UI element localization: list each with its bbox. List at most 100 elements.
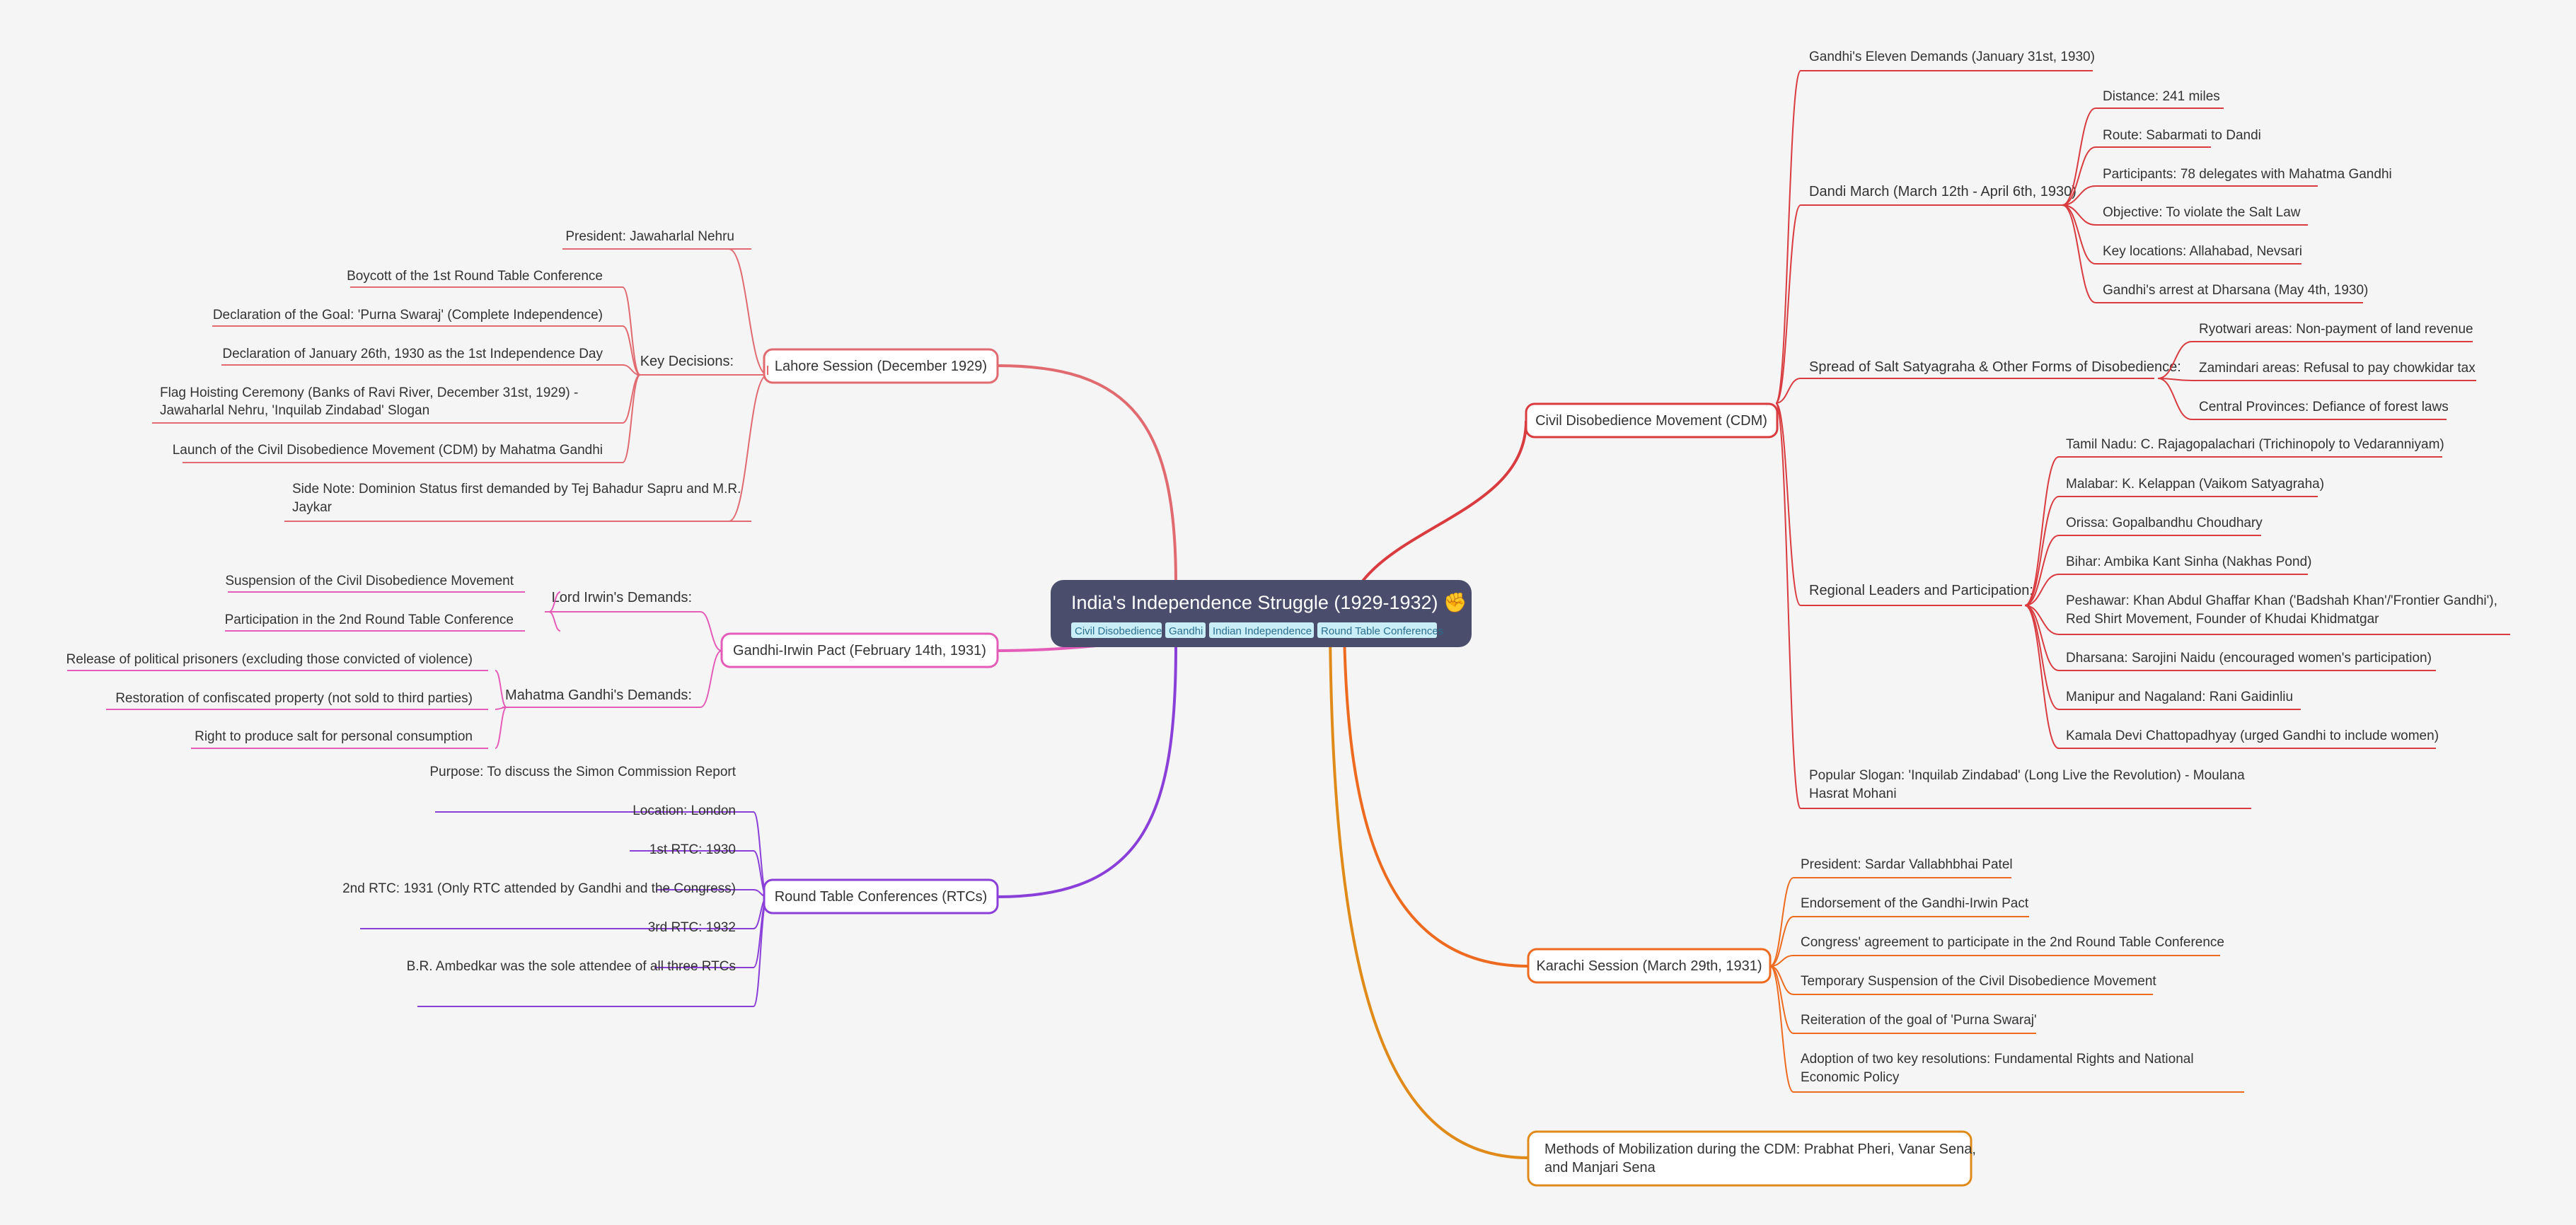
- regional-item-0[interactable]: Tamil Nadu: C. Rajagopalachari (Trichino…: [2059, 437, 2444, 458]
- edge-irwin-0: [548, 591, 561, 612]
- rtc-item-2[interactable]: 1st RTC: 1930: [649, 842, 753, 890]
- edge-lahore-side: [728, 374, 768, 522]
- edge-regional-4: [2024, 605, 2060, 635]
- key-decision-3[interactable]: Flag Hoisting Ceremony (Banks of Ravi Ri…: [152, 385, 623, 424]
- edge-regional-1: [2024, 496, 2060, 606]
- lahore-president[interactable]: President: Jawaharlal Nehru: [562, 229, 751, 250]
- cdm-popular-slogan[interactable]: Popular Slogan: 'Inquilab Zindabad' (Lon…: [1801, 768, 2251, 809]
- edge-dandi-5: [2062, 204, 2096, 303]
- karachi-item-1[interactable]: Endorsement of the Gandhi-Irwin Pact: [1794, 896, 2029, 917]
- irwin-demands[interactable]: Lord Irwin's Demands:: [545, 590, 700, 612]
- root-node[interactable]: India's Independence Struggle (1929-1932…: [1051, 580, 1472, 647]
- spread-item-0[interactable]: Ryotwari areas: Non-payment of land reve…: [2192, 322, 2473, 342]
- branch-methods[interactable]: Methods of Mobilization during the CDM: …: [1527, 1130, 1976, 1187]
- cdm-spread[interactable]: Spread of Salt Satyagraha & Other Forms …: [1801, 359, 2181, 379]
- dandi-item-1[interactable]: Route: Sabarmati to Dandi: [2096, 128, 2261, 148]
- branch-rtc[interactable]: Round Table Conferences (RTCs): [763, 878, 999, 915]
- edge-regional-2: [2024, 535, 2060, 606]
- dandi-item-4-label: Key locations: Allahabad, Nevsari: [2103, 244, 2302, 259]
- dandi-item-5[interactable]: Gandhi's arrest at Dharsana (May 4th, 19…: [2096, 283, 2368, 303]
- branch-lahore[interactable]: Lahore Session (December 1929): [763, 348, 999, 384]
- edge-regional-7: [2024, 605, 2060, 749]
- key-decision-0[interactable]: Boycott of the 1st Round Table Conferenc…: [347, 269, 623, 288]
- irwin-demand-0[interactable]: Suspension of the Civil Disobedience Mov…: [225, 574, 525, 593]
- irwin-demand-1-label: Participation in the 2nd Round Table Con…: [225, 612, 514, 627]
- lahore-side-note-label: Side Note: Dominion Status first demande…: [292, 482, 741, 515]
- karachi-item-4[interactable]: Reiteration of the goal of 'Purna Swaraj…: [1794, 1013, 2037, 1034]
- rtc-item-5[interactable]: B.R. Ambedkar was the sole attendee of a…: [407, 959, 753, 1007]
- branch-gandhi-irwin[interactable]: Gandhi-Irwin Pact (February 14th, 1931): [720, 632, 999, 668]
- edge-gandhi-demand-2: [495, 707, 507, 749]
- branch-cdm-label: Civil Disobedience Movement (CDM): [1535, 413, 1767, 429]
- rtc-item-0[interactable]: Purpose: To discuss the Simon Commission…: [429, 765, 753, 813]
- key-decision-3-label: Flag Hoisting Ceremony (Banks of Ravi Ri…: [160, 385, 578, 418]
- gandhi-demand-2[interactable]: Right to produce salt for personal consu…: [191, 729, 488, 749]
- key-decision-1[interactable]: Declaration of the Goal: 'Purna Swaraj' …: [212, 308, 623, 327]
- regional-item-5[interactable]: Dharsana: Sarojini Naidu (encouraged wom…: [2059, 651, 2436, 671]
- branch-karachi-label: Karachi Session (March 29th, 1931): [1536, 958, 1762, 974]
- gandhi-demand-1[interactable]: Restoration of confiscated property (not…: [106, 691, 488, 710]
- rtc-item-1-label: Location: London: [633, 803, 736, 818]
- regional-item-0-label: Tamil Nadu: C. Rajagopalachari (Trichino…: [2066, 437, 2444, 452]
- spread-item-1[interactable]: Zamindari areas: Refusal to pay chowkida…: [2192, 361, 2476, 381]
- edge-key-decision-4: [622, 374, 641, 463]
- cdm-dandi-march[interactable]: Dandi March (March 12th - April 6th, 193…: [1801, 184, 2077, 206]
- edge-regional-0: [2024, 456, 2060, 606]
- lahore-side-note[interactable]: Side Note: Dominion Status first demande…: [284, 482, 751, 522]
- regional-item-4[interactable]: Peshawar: Khan Abdul Ghaffar Khan ('Bads…: [2059, 593, 2510, 635]
- edge-dandi-2: [2062, 185, 2096, 206]
- edge-karachi-2: [1769, 955, 1794, 967]
- karachi-item-3-label: Temporary Suspension of the Civil Disobe…: [1801, 974, 2156, 989]
- gandhi-demand-0[interactable]: Release of political prisoners (excludin…: [66, 652, 488, 671]
- edge-key-decision-1: [622, 325, 641, 376]
- key-decision-2[interactable]: Declaration of January 26th, 1930 as the…: [221, 347, 623, 366]
- rtc-item-1[interactable]: Location: London: [630, 803, 753, 852]
- edge-gi-irwin: [700, 611, 722, 651]
- root-tag-2[interactable]: [1209, 622, 1314, 638]
- dandi-item-3[interactable]: Objective: To violate the Salt Law: [2096, 205, 2308, 226]
- regional-item-7[interactable]: Kamala Devi Chattopadhyay (urged Gandhi …: [2059, 728, 2439, 749]
- karachi-item-5[interactable]: Adoption of two key resolutions: Fundame…: [1794, 1052, 2244, 1093]
- karachi-item-0[interactable]: President: Sardar Vallabhbhai Patel: [1794, 857, 2013, 878]
- edge-karachi-5: [1769, 965, 1794, 1093]
- rtc-item-3[interactable]: 2nd RTC: 1931 (Only RTC attended by Gand…: [342, 881, 753, 929]
- root-tag-0[interactable]: [1071, 622, 1162, 638]
- root-tag-3[interactable]: [1317, 622, 1437, 638]
- root-tag-1[interactable]: [1165, 622, 1206, 638]
- gandhi-demand-1-label: Restoration of confiscated property (not…: [115, 691, 473, 706]
- edge-cdm-slogan: [1775, 402, 1801, 809]
- edge-gandhi-demand-0: [495, 670, 507, 708]
- cdm-regional[interactable]: Regional Leaders and Participation:: [1801, 583, 2033, 606]
- key-decision-4[interactable]: Launch of the Civil Disobedience Movemen…: [173, 443, 623, 463]
- rtc-item-4-label: 3rd RTC: 1932: [648, 920, 736, 935]
- regional-item-2[interactable]: Orissa: Gopalbandhu Choudhary: [2059, 516, 2263, 536]
- spread-item-2[interactable]: Central Provinces: Defiance of forest la…: [2192, 400, 2449, 420]
- lahore-key-decisions[interactable]: Key Decisions:: [637, 354, 768, 376]
- branch-cdm[interactable]: Civil Disobedience Movement (CDM): [1525, 402, 1779, 439]
- rtc-item-4[interactable]: 3rd RTC: 1932: [648, 920, 753, 968]
- regional-item-1[interactable]: Malabar: K. Kelappan (Vaikom Satyagraha): [2059, 477, 2324, 497]
- gandhi-demands[interactable]: Mahatma Gandhi's Demands:: [502, 687, 700, 708]
- lahore-president-label: President: Jawaharlal Nehru: [565, 229, 734, 244]
- dandi-item-5-label: Gandhi's arrest at Dharsana (May 4th, 19…: [2103, 283, 2368, 298]
- karachi-item-3[interactable]: Temporary Suspension of the Civil Disobe…: [1794, 974, 2156, 995]
- karachi-item-2[interactable]: Congress' agreement to participate in th…: [1794, 935, 2224, 956]
- key-decision-0-label: Boycott of the 1st Round Table Conferenc…: [347, 269, 603, 284]
- irwin-demand-1[interactable]: Participation in the 2nd Round Table Con…: [225, 612, 525, 632]
- dandi-item-0[interactable]: Distance: 241 miles: [2096, 89, 2224, 109]
- dandi-item-2[interactable]: Participants: 78 delegates with Mahatma …: [2096, 167, 2392, 187]
- dandi-item-4[interactable]: Key locations: Allahabad, Nevsari: [2096, 244, 2302, 265]
- connector-karachi: [1343, 632, 1529, 968]
- key-decision-4-label: Launch of the Civil Disobedience Movemen…: [173, 443, 603, 458]
- edge-spread-0: [2157, 341, 2193, 379]
- branch-karachi[interactable]: Karachi Session (March 29th, 1931): [1527, 948, 1772, 984]
- regional-item-3[interactable]: Bihar: Ambika Kant Sinha (Nakhas Pond): [2059, 555, 2311, 575]
- cdm-eleven-demands[interactable]: Gandhi's Eleven Demands (January 31st, 1…: [1801, 50, 2095, 71]
- regional-item-6[interactable]: Manipur and Nagaland: Rani Gaidinliu: [2059, 690, 2301, 710]
- branch-gandhi-irwin-box: [720, 632, 999, 668]
- edge-key-decision-2: [622, 364, 641, 376]
- connector-rtc: [997, 644, 1177, 898]
- edge-key-decision-0: [622, 286, 641, 376]
- edge-dandi-1: [2062, 146, 2096, 206]
